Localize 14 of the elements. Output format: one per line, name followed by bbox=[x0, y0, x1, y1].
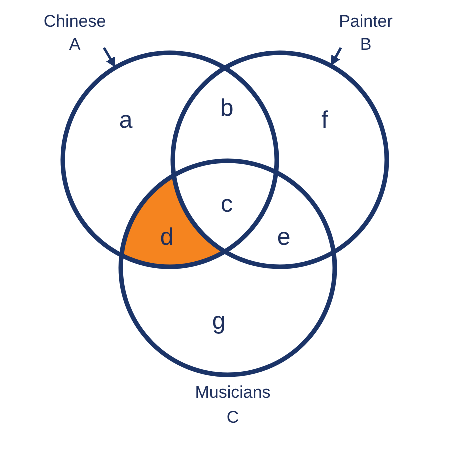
region-letter: f bbox=[322, 108, 328, 134]
region-letter: e bbox=[277, 225, 291, 251]
region-letter: g bbox=[212, 309, 226, 335]
set-circle bbox=[60, 50, 280, 270]
region-letter: c bbox=[221, 192, 233, 218]
arrow bbox=[103, 47, 116, 68]
region-letter: b bbox=[220, 96, 234, 122]
region-letter: d bbox=[160, 225, 174, 251]
set-label: Chinese A bbox=[44, 10, 106, 56]
set-label: Musicians C bbox=[195, 382, 271, 429]
arrow bbox=[331, 47, 342, 66]
set-circle bbox=[118, 158, 338, 378]
set-label: Painter B bbox=[339, 10, 393, 56]
region-letter: a bbox=[119, 108, 133, 134]
